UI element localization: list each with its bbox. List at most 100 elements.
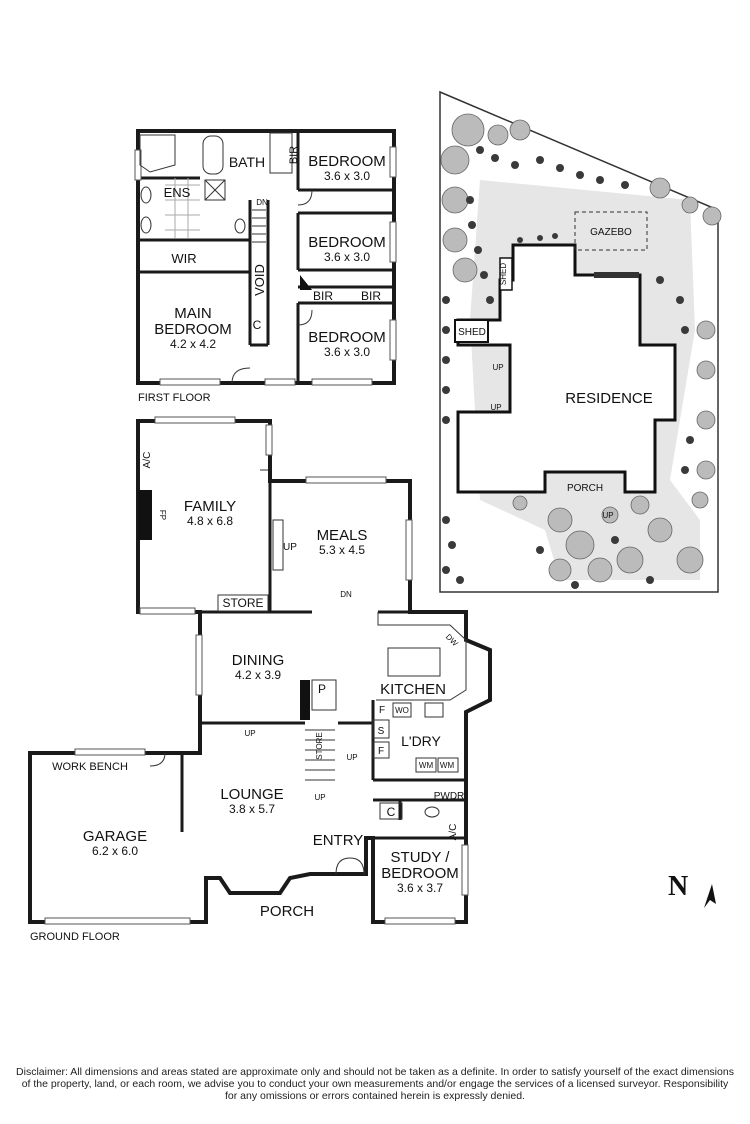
room-name-kitchen: KITCHEN bbox=[380, 681, 446, 698]
room-dims-bedroom-2: 3.6 x 3.0 bbox=[324, 250, 370, 264]
room-name-family: FAMILY bbox=[184, 498, 236, 515]
cupboard-box bbox=[379, 802, 403, 820]
void-label: VOID bbox=[252, 264, 267, 296]
window bbox=[139, 607, 196, 615]
door-swing bbox=[231, 367, 251, 384]
window bbox=[264, 378, 296, 386]
first-floor-caption: FIRST FLOOR bbox=[138, 392, 211, 404]
shower-screen bbox=[269, 132, 293, 174]
kitchen-bench bbox=[376, 612, 467, 701]
washing-machine-box bbox=[437, 757, 459, 773]
room-name-laundry: L'DRY bbox=[401, 733, 441, 749]
first-floor-interior-walls bbox=[138, 131, 394, 383]
door-swing bbox=[297, 189, 313, 206]
wir-label: WIR bbox=[171, 251, 196, 266]
washing-machine-label: WM bbox=[440, 761, 455, 770]
store-label: STORE bbox=[222, 596, 263, 610]
window bbox=[74, 748, 146, 756]
room-dims-dining: 4.2 x 3.9 bbox=[235, 668, 281, 682]
room-name-bedroom-3: BEDROOM bbox=[308, 329, 386, 346]
fireplace-label: FP bbox=[158, 510, 167, 520]
window bbox=[134, 149, 142, 181]
room-dims-bedroom-3: 3.6 x 3.0 bbox=[324, 345, 370, 359]
shed-label: SHED bbox=[458, 327, 486, 338]
window bbox=[154, 416, 236, 424]
corner-bath-icon bbox=[139, 134, 176, 173]
cooktop-icon bbox=[424, 702, 444, 718]
room-dims-garage: 6.2 x 6.0 bbox=[92, 844, 138, 858]
disclaimer-line: Disclaimer: All dimensions and areas sta… bbox=[16, 1066, 734, 1078]
bir-label: BIR bbox=[313, 289, 333, 303]
washing-machine-box bbox=[415, 757, 437, 773]
north-arrow: N bbox=[668, 871, 716, 908]
bir-label: BIR bbox=[288, 146, 300, 164]
work-bench-label: WORK BENCH bbox=[52, 761, 128, 773]
up-label: UP bbox=[346, 753, 357, 762]
stairs-icon bbox=[252, 209, 266, 243]
aircon-label: A/C bbox=[448, 824, 459, 841]
up-label: UP bbox=[244, 729, 255, 738]
site-porch-label: PORCH bbox=[567, 483, 603, 494]
wall-oven-label: WO bbox=[395, 706, 409, 715]
room-name-garage: GARAGE bbox=[83, 828, 147, 845]
room-name-main-bedroom-line2: BEDROOM bbox=[154, 321, 232, 338]
ensuite-label: ENS bbox=[164, 185, 191, 200]
sink-box bbox=[372, 719, 390, 739]
room-name-study-line1: STUDY / bbox=[391, 849, 451, 866]
room-dims-lounge: 3.8 x 5.7 bbox=[229, 802, 275, 816]
powder-room-label: PWDR bbox=[434, 791, 465, 802]
store-label: STORE bbox=[315, 732, 324, 759]
room-name-bedroom-1: BEDROOM bbox=[308, 153, 386, 170]
up-label: UP bbox=[283, 542, 297, 553]
gazebo-outline bbox=[574, 211, 648, 251]
room-name-dining: DINING bbox=[232, 652, 285, 669]
disclaimer-line: for any omissions or errors contained he… bbox=[225, 1090, 525, 1102]
pantry-wall bbox=[300, 680, 310, 720]
window bbox=[461, 844, 469, 896]
site-up-label: UP bbox=[490, 403, 501, 412]
up-label: UP bbox=[314, 793, 325, 802]
room-name-lounge: LOUNGE bbox=[220, 786, 283, 803]
pantry-box bbox=[311, 679, 337, 711]
window bbox=[389, 221, 397, 263]
tile-grid bbox=[165, 178, 200, 238]
window bbox=[305, 476, 387, 484]
disclaimer-line: of the property, land, or each room, we … bbox=[21, 1078, 729, 1090]
fridge-label: F bbox=[379, 705, 385, 716]
bathtub-icon bbox=[202, 135, 224, 175]
north-arrow-icon bbox=[704, 884, 716, 908]
window bbox=[159, 378, 221, 386]
site-up-label: UP bbox=[492, 363, 503, 372]
disclaimer: Disclaimer: All dimensions and areas sta… bbox=[8, 1066, 742, 1102]
window bbox=[195, 634, 203, 696]
fireplace bbox=[138, 490, 152, 540]
window bbox=[389, 319, 397, 361]
room-name-study-line2: BEDROOM bbox=[381, 865, 459, 882]
property-boundary bbox=[439, 90, 719, 593]
window bbox=[265, 424, 273, 456]
washing-machine-label: WM bbox=[419, 761, 434, 770]
basin-icon bbox=[140, 186, 152, 204]
entry-door-swing bbox=[335, 857, 365, 875]
door-swing bbox=[149, 752, 166, 767]
stairs-down-label: DN bbox=[256, 198, 268, 207]
room-name-entry: ENTRY bbox=[313, 832, 364, 849]
store-box bbox=[217, 594, 269, 612]
small-shed-box bbox=[499, 257, 513, 291]
bath-label: BATH bbox=[229, 154, 265, 170]
shed-label-small: SHED bbox=[499, 263, 508, 285]
room-dims-family: 4.8 x 6.8 bbox=[187, 514, 233, 528]
room-name-meals: MEALS bbox=[317, 527, 368, 544]
aircon-label: A/C bbox=[142, 452, 153, 469]
room-dims-meals: 5.3 x 4.5 bbox=[319, 543, 365, 557]
window bbox=[311, 378, 373, 386]
wall-oven-icon bbox=[392, 702, 412, 718]
cupboard-label: C bbox=[253, 318, 262, 332]
dn-label: DN bbox=[340, 590, 352, 599]
door-swing bbox=[297, 309, 313, 326]
step-icon bbox=[272, 519, 284, 571]
shed-box bbox=[454, 319, 489, 343]
shower-icon bbox=[204, 179, 226, 201]
shrub-group bbox=[442, 146, 694, 589]
